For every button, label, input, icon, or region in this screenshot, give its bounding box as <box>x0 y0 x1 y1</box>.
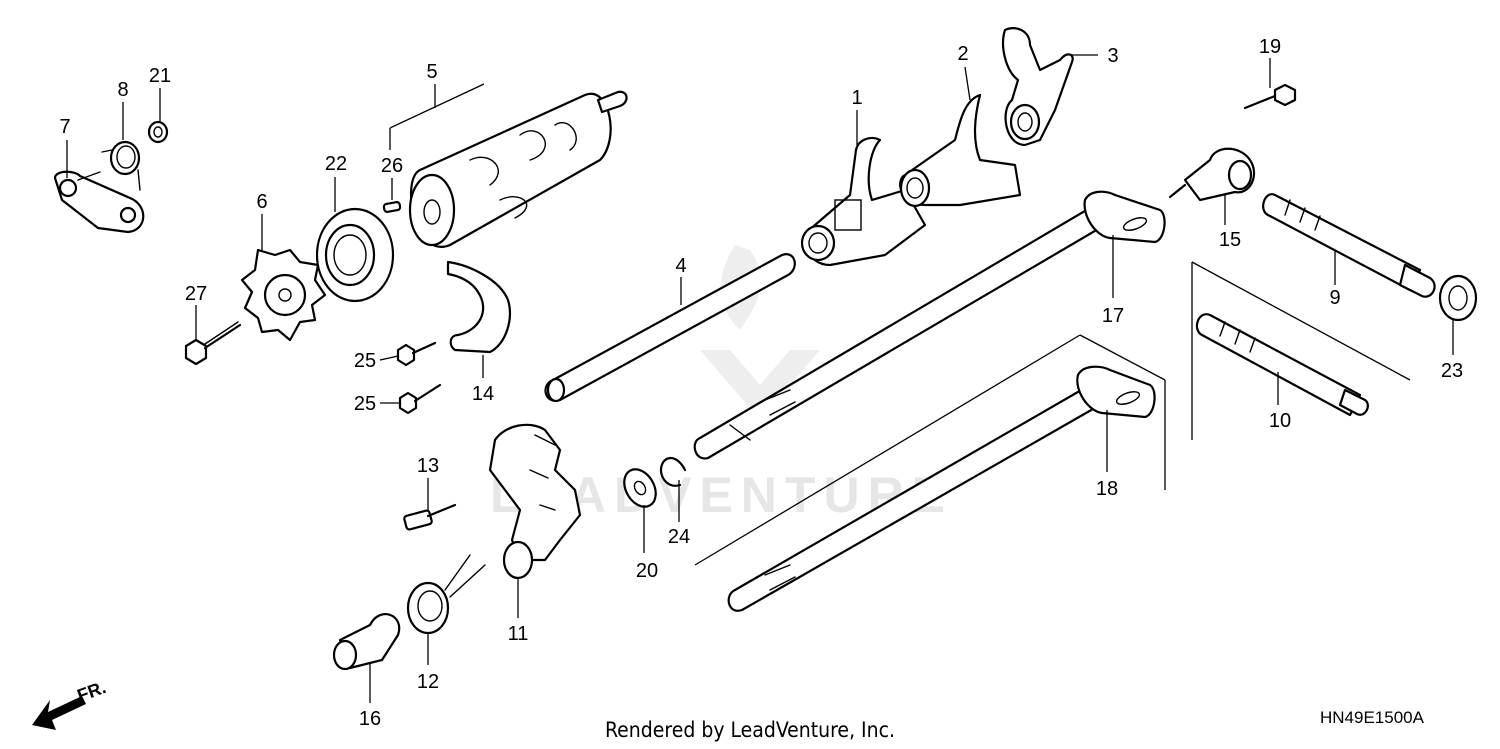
part-gearshift-spindle-18 <box>727 365 1156 612</box>
part-spring-12 <box>406 554 486 635</box>
callout-25a: 25 <box>354 350 376 372</box>
part-dowel-pin <box>382 201 402 213</box>
part-shift-fork-1 <box>800 136 927 267</box>
callout-24: 24 <box>668 526 690 548</box>
callout-27: 27 <box>185 283 207 305</box>
part-washer <box>147 120 169 144</box>
callout-22: 22 <box>325 153 347 175</box>
callout-21: 21 <box>149 65 171 87</box>
part-thrust-washer <box>623 468 657 508</box>
part-bearing <box>315 207 395 303</box>
callout-12: 12 <box>417 671 439 693</box>
callout-4: 4 <box>675 255 686 277</box>
part-pin-13 <box>403 503 457 531</box>
part-bolt-19 <box>1243 83 1297 110</box>
callout-3: 3 <box>1107 45 1118 67</box>
callout-10: 10 <box>1269 410 1291 432</box>
leader-lines <box>66 54 1454 703</box>
part-shift-arm <box>1168 147 1256 202</box>
part-oil-seal <box>1438 274 1478 322</box>
callout-16: 16 <box>359 708 381 730</box>
part-shift-fork-3 <box>1001 27 1074 147</box>
part-circlip <box>659 456 687 487</box>
part-bolt-25a <box>396 341 437 367</box>
callout-6: 6 <box>256 191 267 213</box>
callout-15: 15 <box>1219 229 1241 251</box>
part-shift-drum-center <box>240 248 327 342</box>
part-gearshift-spindle <box>693 190 1166 460</box>
callout-labels: 1 2 3 4 5 6 7 8 9 10 11 12 13 14 15 16 1… <box>59 36 1463 730</box>
callout-25b: 25 <box>354 393 376 415</box>
callout-7: 7 <box>59 116 70 138</box>
part-bolt-27 <box>184 321 242 366</box>
part-collar <box>332 613 401 671</box>
part-shift-shaft-10 <box>1195 313 1369 417</box>
group-lines <box>389 83 1411 566</box>
callout-18: 18 <box>1096 478 1118 500</box>
part-shift-fork-2 <box>899 93 1022 208</box>
part-return-spring <box>101 140 141 191</box>
part-shift-shaft-9 <box>1262 193 1436 298</box>
front-direction-arrow: FR. <box>32 677 109 730</box>
part-guide-plate <box>446 260 511 354</box>
callout-14: 14 <box>472 383 494 405</box>
footer-credit: Rendered by LeadVenture, Inc. <box>605 718 895 742</box>
callout-1: 1 <box>851 87 862 109</box>
callout-19: 19 <box>1259 36 1281 58</box>
part-shift-drum <box>408 90 628 248</box>
part-fork-shaft <box>544 253 796 403</box>
callout-23: 23 <box>1441 360 1463 382</box>
callout-17: 17 <box>1102 305 1124 327</box>
callout-5: 5 <box>426 61 437 83</box>
callout-13: 13 <box>417 455 439 477</box>
diagram-code: HN49E1500A <box>1320 708 1425 727</box>
front-label: FR. <box>75 677 109 706</box>
part-bolt-25b <box>398 383 442 415</box>
part-stopper-arm <box>53 170 145 234</box>
callout-9: 9 <box>1329 287 1340 309</box>
callout-8: 8 <box>117 79 128 101</box>
callout-26: 26 <box>381 155 403 177</box>
callout-20: 20 <box>636 560 658 582</box>
callout-2: 2 <box>957 43 968 65</box>
callout-11: 11 <box>508 623 529 645</box>
